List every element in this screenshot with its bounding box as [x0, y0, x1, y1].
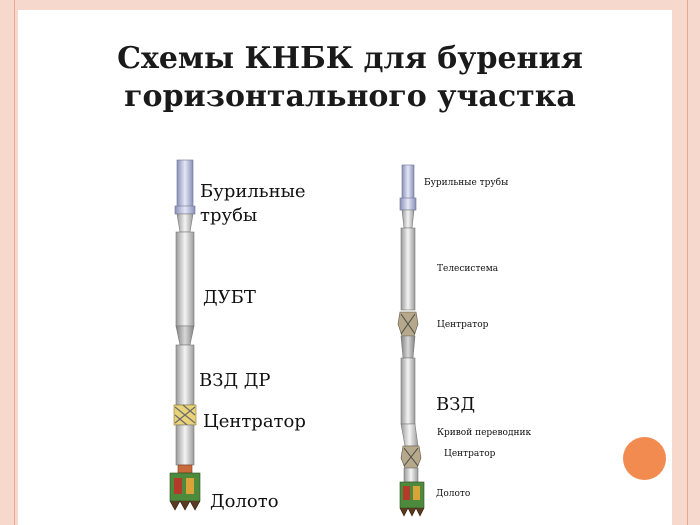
right-sub [400, 335, 416, 359]
right-label-telemetry: Телесистема [437, 264, 499, 274]
slide-frame-right [672, 0, 700, 525]
left-sub [175, 325, 195, 346]
left-pipe-joint [174, 205, 196, 215]
right-label-drill-pipe: Бурильные трубы [424, 178, 509, 188]
decorative-circle [623, 437, 666, 480]
slide-title-line-1: Схемы КНБК для бурения [117, 41, 583, 76]
slide-canvas [18, 10, 672, 525]
right-label-bent-sub: Кривой переводник [437, 428, 532, 438]
right-label-motor: ВЗД [436, 394, 476, 415]
left-label-dubt: ДУБТ [203, 287, 256, 308]
right-label-lower-centralizer: Центратор [444, 449, 496, 459]
left-label-bit: Долото [210, 491, 279, 512]
left-bit-sub [177, 464, 193, 474]
right-upper-centralizer-blades [400, 313, 416, 335]
right-motor-body [400, 357, 416, 425]
left-label-centralizer: Центратор [203, 411, 306, 432]
slide-title-line-2: горизонтального участка [124, 79, 576, 114]
right-bit-sub [403, 467, 419, 483]
right-crossover [401, 209, 415, 229]
left-centralizer-blades [174, 404, 196, 426]
slide-frame-left-line [14, 0, 15, 525]
right-bent-sub [400, 423, 419, 447]
left-lower-motor [175, 424, 195, 466]
right-label-upper-centralizer: Центратор [437, 320, 489, 330]
left-dubt-collar [175, 231, 195, 327]
left-drill-bit [169, 472, 201, 511]
left-label-motor: ВЗД ДР [199, 370, 271, 391]
right-drill-bit [399, 481, 425, 517]
right-drill-pipe [401, 164, 415, 202]
left-assembly [169, 159, 201, 511]
right-label-bit: Долото [436, 489, 471, 499]
right-lower-centralizer-blades [403, 447, 419, 467]
left-label-drill-pipe: Бурильные трубы [200, 180, 306, 228]
right-telemetry [400, 227, 416, 311]
slide-title: Схемы КНБК для бурения горизонтального у… [0, 40, 700, 116]
right-assembly [397, 164, 425, 517]
right-pipe-joint [399, 197, 417, 211]
slide-frame-top [0, 0, 700, 10]
left-motor-body [175, 344, 195, 406]
slide-frame-right-line [687, 0, 688, 525]
slide-frame-left [0, 0, 18, 525]
left-crossover [176, 213, 194, 233]
left-label-drill-pipe-text: Бурильные трубы [200, 181, 306, 226]
